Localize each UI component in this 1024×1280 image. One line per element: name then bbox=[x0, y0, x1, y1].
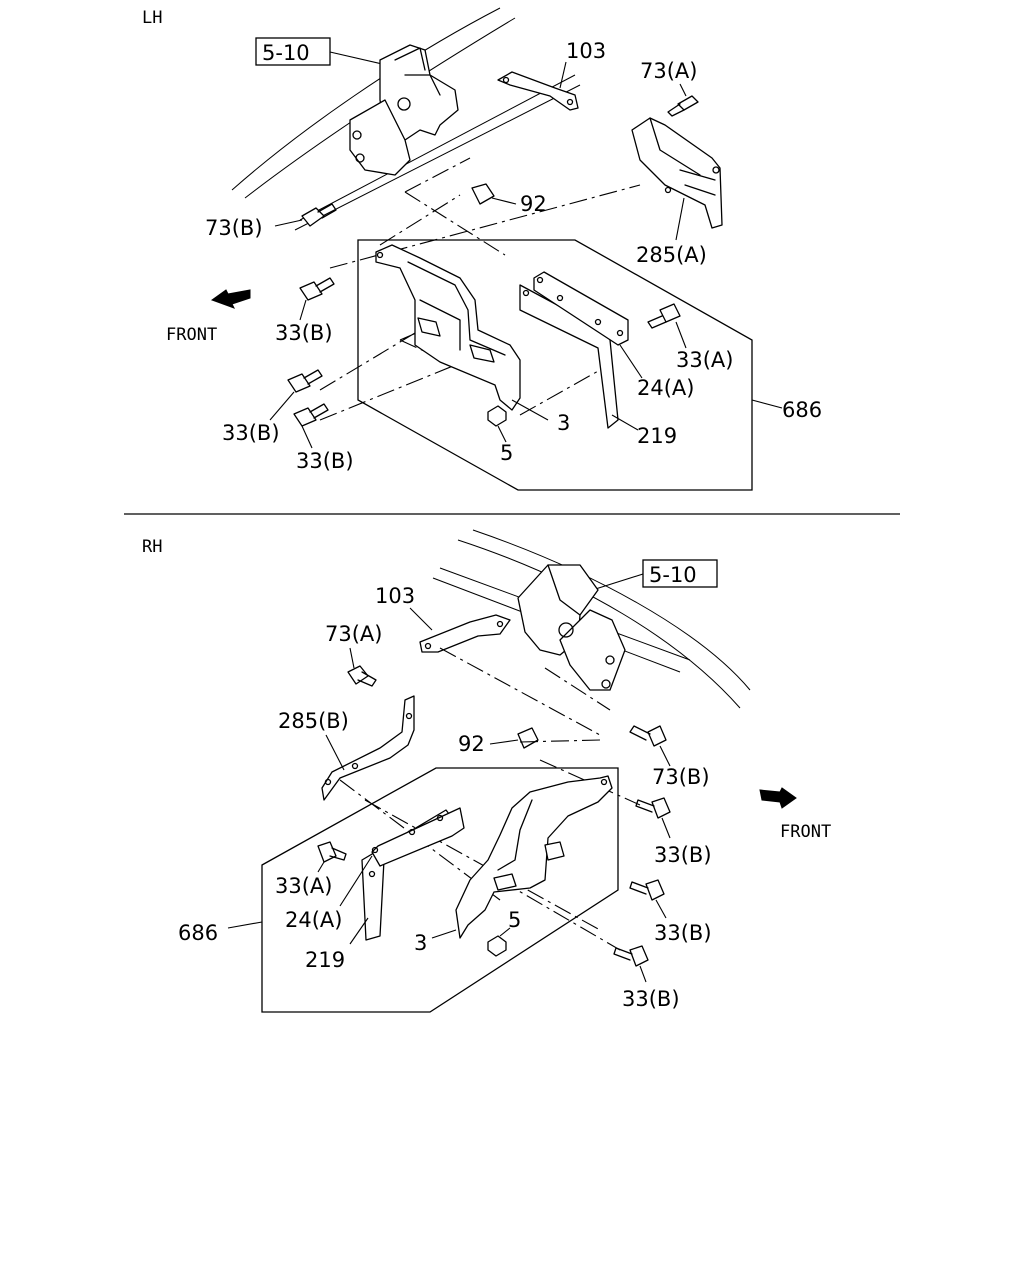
lh-frame-rail bbox=[231, 7, 581, 231]
rh-section-title: RH bbox=[142, 537, 162, 557]
rh-label-285b: 285(B) bbox=[278, 709, 349, 733]
lh-bolt-33b-top bbox=[299, 277, 335, 301]
lh-section-title: LH bbox=[142, 8, 162, 28]
lh-label-33b-top: 33(B) bbox=[275, 321, 333, 345]
rh-mudguard-3 bbox=[455, 775, 613, 939]
lh-bolt-33a bbox=[647, 303, 681, 329]
lh-bolt-33b-bot bbox=[293, 403, 329, 427]
lh-label-3: 3 bbox=[557, 411, 570, 435]
rh-label-33b-2: 33(B) bbox=[654, 921, 712, 945]
rh-label-33b-3: 33(B) bbox=[622, 987, 680, 1011]
lh-kit-frame bbox=[357, 239, 753, 491]
lh-ref-box[interactable]: 5-10 bbox=[255, 37, 331, 66]
lh-label-285a: 285(A) bbox=[636, 243, 707, 267]
rh-section: RH 5-10 103 bbox=[142, 529, 831, 1013]
rh-label-103: 103 bbox=[375, 584, 415, 608]
lh-label-5: 5 bbox=[500, 441, 513, 465]
lh-label-24a: 24(A) bbox=[637, 376, 694, 400]
rh-bolt-73a bbox=[347, 665, 377, 687]
rh-spring-hanger bbox=[517, 564, 626, 691]
lh-bolt-73a bbox=[667, 95, 699, 117]
lh-part-285a bbox=[631, 117, 723, 229]
lh-label-33a: 33(A) bbox=[676, 348, 733, 372]
lh-label-219: 219 bbox=[637, 424, 677, 448]
rh-label-3: 3 bbox=[414, 931, 427, 955]
rh-label-73b: 73(B) bbox=[652, 765, 710, 789]
rh-label-33b-1: 33(B) bbox=[654, 843, 712, 867]
lh-label-92: 92 bbox=[520, 192, 547, 216]
rh-bolt-33b-1 bbox=[635, 797, 671, 819]
lh-bolt-73b bbox=[301, 203, 337, 227]
rh-label-92: 92 bbox=[458, 732, 485, 756]
rh-label-33a: 33(A) bbox=[275, 874, 332, 898]
lh-label-103: 103 bbox=[566, 39, 606, 63]
lh-label-33b-bot: 33(B) bbox=[296, 449, 354, 473]
rh-ref-box[interactable]: 5-10 bbox=[642, 559, 718, 588]
lh-front-label: FRONT bbox=[166, 325, 217, 345]
rh-front-arrow bbox=[759, 787, 797, 809]
lh-front-arrow bbox=[210, 289, 251, 309]
rh-nut-5 bbox=[487, 935, 507, 957]
rh-label-73a: 73(A) bbox=[325, 622, 382, 646]
lh-label-73b: 73(B) bbox=[205, 216, 263, 240]
rh-bolt-33b-2 bbox=[629, 879, 665, 901]
rh-label-5: 5 bbox=[508, 908, 521, 932]
lh-part-103 bbox=[497, 71, 579, 111]
rh-bolt-33a bbox=[317, 841, 347, 863]
lh-label-686: 686 bbox=[782, 398, 822, 422]
rh-part-92 bbox=[517, 727, 539, 749]
rh-part-219 bbox=[361, 807, 465, 941]
rh-label-24a: 24(A) bbox=[285, 908, 342, 932]
lh-mudguard-3 bbox=[375, 244, 521, 411]
lh-nut-5 bbox=[487, 405, 507, 427]
rh-bolt-73b bbox=[629, 725, 667, 747]
lh-label-33b-mid: 33(B) bbox=[222, 421, 280, 445]
lh-section: LH 5-10 103 bbox=[142, 7, 822, 491]
lh-part-219 bbox=[519, 271, 629, 429]
lh-spring-hanger bbox=[349, 44, 459, 176]
lh-bolt-33b-mid bbox=[287, 369, 323, 393]
rh-kit-frame bbox=[261, 767, 619, 1013]
rh-bolt-33b-3 bbox=[613, 945, 649, 967]
lh-ref-box-label: 5-10 bbox=[262, 41, 310, 65]
rh-front-label: FRONT bbox=[780, 822, 831, 842]
rh-part-103 bbox=[419, 614, 511, 653]
rh-ref-box-label: 5-10 bbox=[649, 563, 697, 587]
rh-label-219: 219 bbox=[305, 948, 345, 972]
lh-part-92 bbox=[471, 183, 495, 205]
rh-part-285b bbox=[321, 695, 415, 801]
rh-label-686: 686 bbox=[178, 921, 218, 945]
lh-label-73a: 73(A) bbox=[640, 59, 697, 83]
